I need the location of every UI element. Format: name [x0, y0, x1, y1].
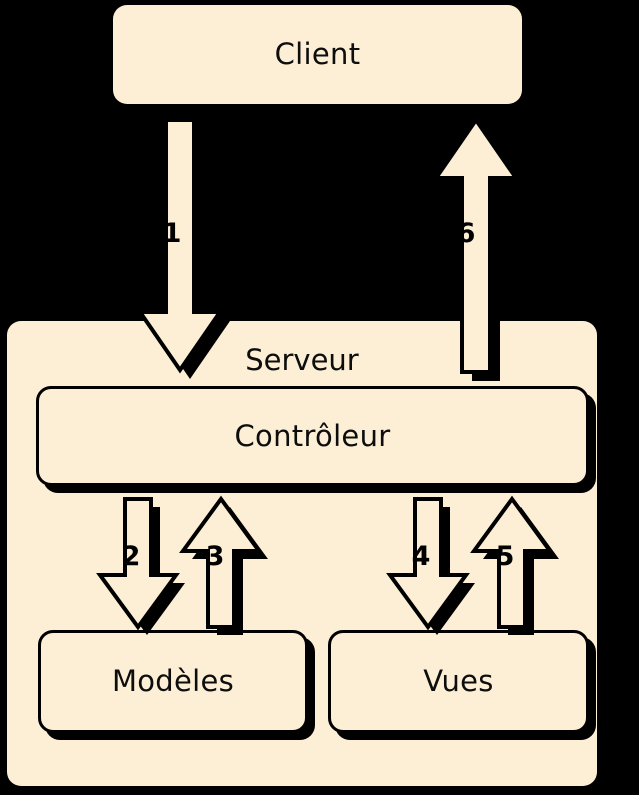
arrow-3-up-icon [179, 495, 268, 635]
arrow-6-label: 6 [456, 218, 476, 249]
node-serveur-label: Serveur [245, 343, 359, 377]
node-vues-label: Vues [423, 664, 494, 698]
node-client-label: Client [274, 37, 361, 71]
node-vues[interactable]: Vues [328, 630, 589, 733]
arrow-4-down-icon [386, 497, 475, 635]
arrow-1-label: 1 [162, 218, 182, 249]
node-client[interactable]: Client [113, 5, 522, 104]
node-modeles-label: Modèles [111, 664, 235, 698]
arrow-2-down-icon [96, 497, 185, 635]
arrow-6-up-icon [432, 116, 526, 381]
arrow-1-down-icon [136, 118, 230, 379]
node-controleur-label: Contrôleur [234, 418, 391, 453]
arrow-2-label: 2 [121, 541, 141, 572]
arrow-3-label: 3 [205, 541, 225, 572]
node-modeles[interactable]: Modèles [38, 630, 308, 733]
arrow-5-up-icon [470, 495, 559, 635]
arrow-5-label: 5 [495, 541, 515, 572]
node-controleur[interactable]: Contrôleur [36, 386, 589, 486]
arrow-4-label: 4 [411, 541, 431, 572]
